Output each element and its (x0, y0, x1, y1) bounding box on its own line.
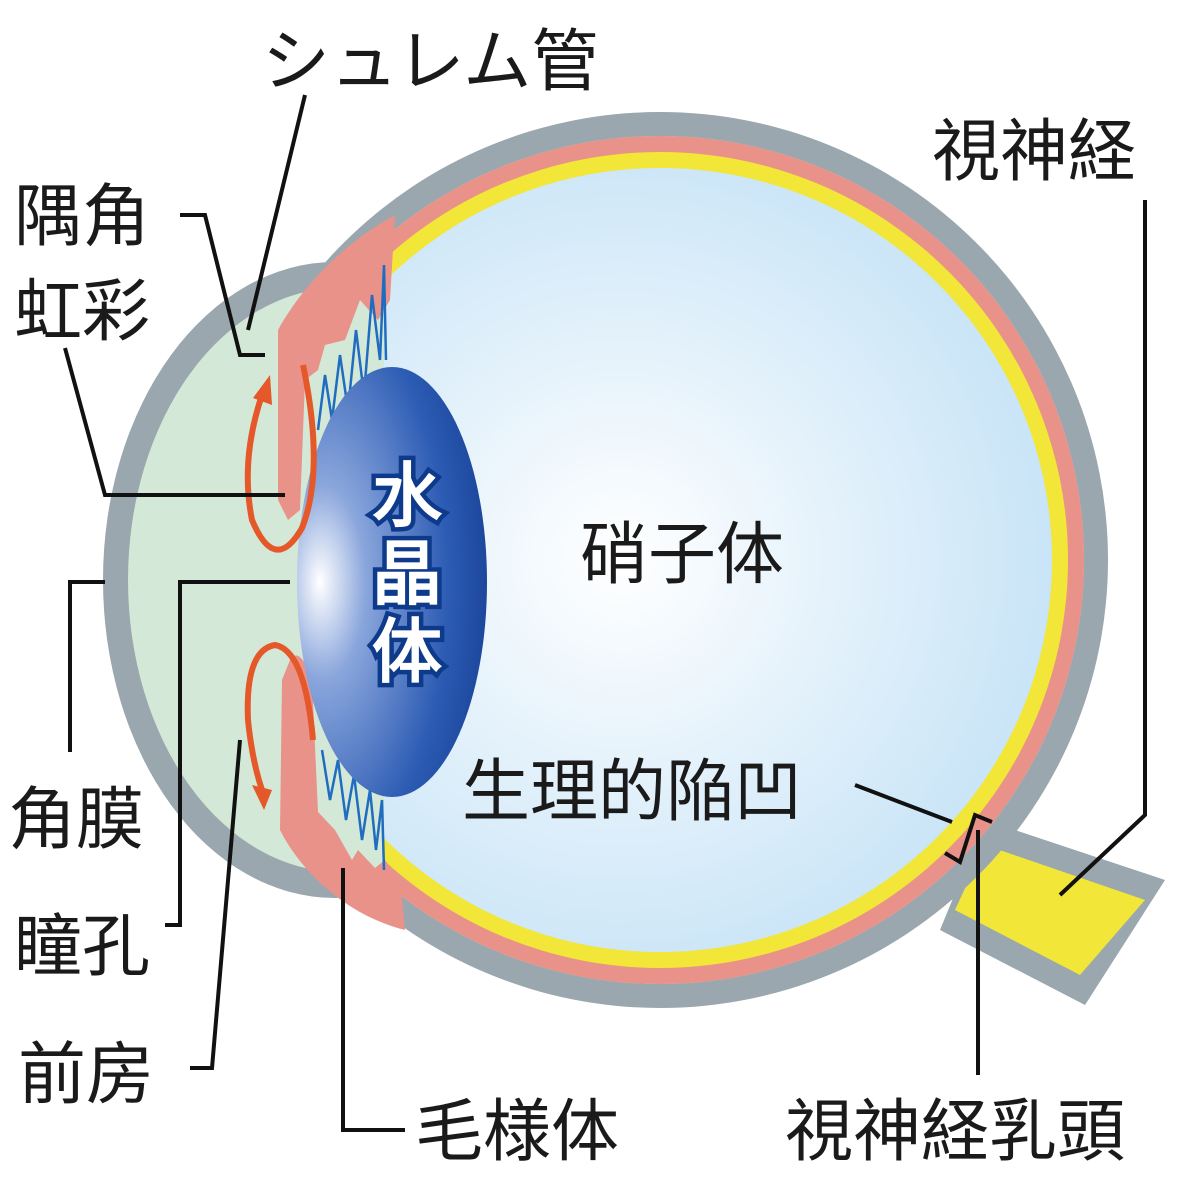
leader-schlemm-canal (246, 94, 307, 331)
zonule-lower (320, 749, 386, 871)
leader-pupil (165, 580, 290, 927)
aqueous-flow-arrows (244, 364, 317, 810)
leader-angle (180, 213, 265, 357)
label-optic-disc: 視神経乳頭 (785, 1093, 1125, 1172)
label-lens-3: 体 (372, 611, 442, 693)
label-lens-1: 水 (372, 455, 443, 537)
leader-cornea (68, 580, 105, 752)
lens (297, 367, 487, 797)
label-cornea: 角膜 (8, 781, 144, 860)
zonule-upper (316, 264, 388, 431)
label-pupil: 瞳孔 (14, 908, 150, 987)
leader-anterior-chamber (190, 739, 242, 1070)
physiological-cup-marker (943, 812, 993, 866)
label-anterior-chamber: 前房 (18, 1036, 154, 1115)
label-ciliary-body: 毛様体 (415, 1093, 619, 1172)
label-physiological-cup: 生理的陥凹 (462, 753, 802, 832)
optic-nerve (940, 820, 1165, 1005)
label-lens-2: 晶 (372, 533, 442, 615)
label-vitreous-body: 硝子体 (580, 516, 784, 595)
leader-iris (63, 347, 285, 497)
iris-upper (278, 215, 395, 520)
label-schlemm-canal: シュレム管 (262, 23, 599, 102)
label-angle: 隅角 (14, 178, 150, 257)
label-iris: 虹彩 (14, 273, 150, 352)
label-optic-nerve: 視神経 (932, 113, 1136, 192)
leader-physiological-cup (854, 783, 953, 824)
vitreous-body (384, 168, 1052, 952)
leader-optic-nerve (1058, 200, 1147, 897)
leader-ciliary-body (341, 868, 405, 1132)
